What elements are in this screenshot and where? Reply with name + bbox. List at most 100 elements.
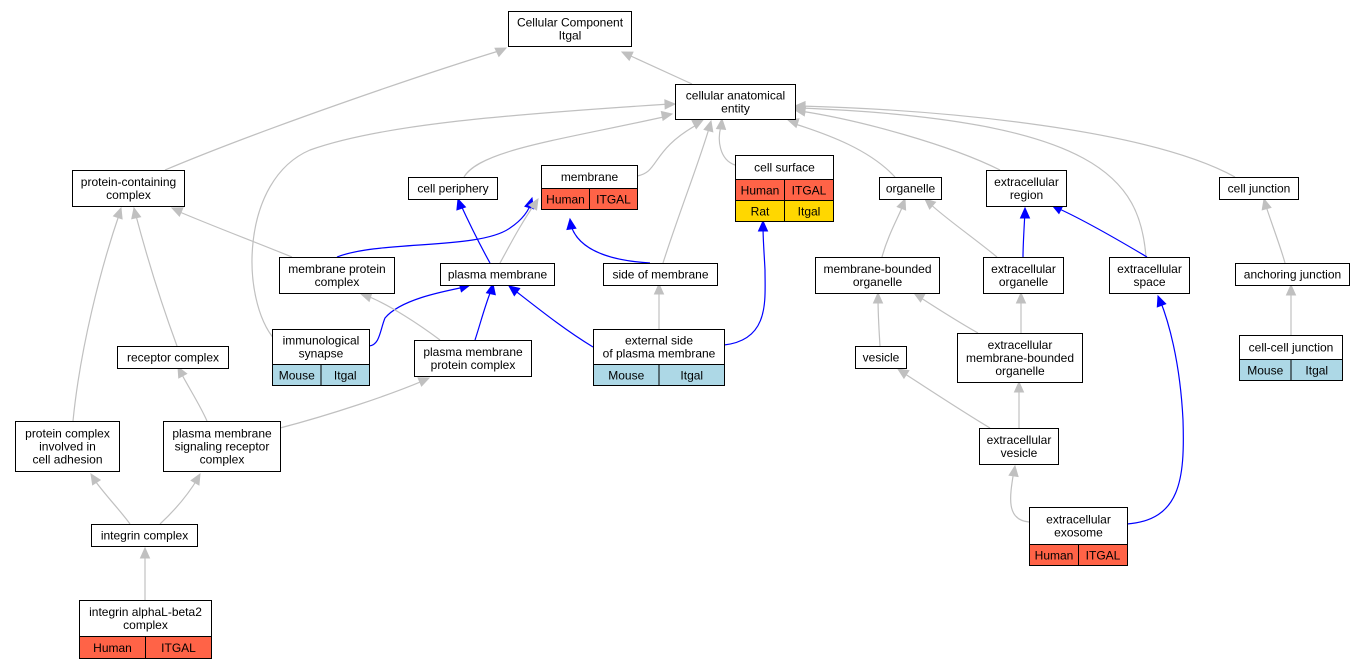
gene-cell bbox=[589, 188, 638, 210]
gene-label: ITGAL bbox=[161, 641, 196, 655]
node-box bbox=[855, 346, 907, 369]
edge-arrowhead bbox=[456, 197, 467, 211]
node-label-line: protein complex bbox=[25, 427, 110, 441]
edge-membrane_protein_complex-to-membrane bbox=[336, 196, 535, 258]
node-label-line: organelle bbox=[995, 364, 1045, 378]
edge-line bbox=[569, 221, 651, 264]
node-label-line: extracellular bbox=[988, 338, 1053, 352]
gene-label: Itgal bbox=[798, 205, 821, 219]
edge-line bbox=[1010, 469, 1030, 523]
species-label: Human bbox=[741, 184, 780, 198]
edge-arrowhead bbox=[691, 119, 705, 130]
node-side-of-membrane[interactable]: side of membrane bbox=[603, 263, 718, 286]
node-label-line: cellular anatomical bbox=[686, 89, 785, 103]
edge-extracellular_exosome-to-extracellular_space bbox=[1126, 294, 1184, 525]
node-box bbox=[440, 263, 555, 286]
edge-arrowhead bbox=[1015, 291, 1027, 304]
edge-arrowhead bbox=[703, 119, 714, 133]
edge-arrowhead bbox=[417, 377, 431, 387]
edge-line bbox=[636, 122, 701, 177]
node-plasma-membrane[interactable]: plasma membrane bbox=[440, 263, 555, 286]
node-box bbox=[72, 170, 185, 207]
species-label: Mouse bbox=[1247, 364, 1283, 378]
gene-cell bbox=[1078, 544, 1128, 566]
gene-label: ITGAL bbox=[792, 184, 827, 198]
node-label-line: plasma membrane bbox=[172, 427, 272, 441]
edge-arrowhead bbox=[896, 368, 910, 380]
edge-arrowhead bbox=[485, 282, 496, 296]
node-anchoring-junction[interactable]: anchoring junction bbox=[1235, 263, 1350, 286]
edge-arrowhead bbox=[912, 292, 926, 303]
node-receptor-complex[interactable]: receptor complex bbox=[117, 346, 229, 369]
node-label-line: membrane protein bbox=[288, 262, 385, 276]
node-vesicle[interactable]: vesicle bbox=[855, 346, 907, 369]
edge-arrowhead bbox=[359, 292, 373, 303]
edge-line bbox=[463, 115, 669, 178]
node-label-line: signaling receptor bbox=[175, 440, 270, 454]
edge-plasma_membrane_protein_complex-to-membrane_protein_complex bbox=[359, 292, 441, 341]
node-box bbox=[603, 263, 718, 286]
edge-plasma_membrane-to-cell_periphery bbox=[456, 197, 491, 264]
edge-arrowhead bbox=[90, 472, 102, 486]
node-cell-periphery[interactable]: cell periphery bbox=[408, 177, 498, 200]
node-label-line: organelle bbox=[886, 182, 936, 196]
species-label: Rat bbox=[751, 205, 770, 219]
edge-arrowhead bbox=[131, 206, 142, 220]
edge-plasma_membrane_protein_complex-to-plasma_membrane bbox=[474, 282, 496, 341]
node-label-line: organelle bbox=[853, 275, 903, 289]
gene-cell bbox=[320, 364, 370, 386]
edge-plasma_membrane-to-membrane bbox=[499, 197, 539, 264]
species-label: Human bbox=[1035, 549, 1074, 563]
node-organelle[interactable]: organelle bbox=[879, 177, 942, 200]
node-label-line: receptor complex bbox=[127, 351, 219, 365]
edge-protein_complex_cell_adhesion-to-protein_containing_complex bbox=[72, 206, 123, 422]
node-label-line: complex bbox=[315, 275, 360, 289]
node-label-line: exosome bbox=[1054, 526, 1103, 540]
node-label-line: cell junction bbox=[1228, 182, 1291, 196]
node-label-line: protein complex bbox=[431, 358, 516, 372]
node-label-line: extracellular bbox=[1046, 513, 1111, 527]
edge-arrowhead bbox=[653, 282, 665, 295]
node-cell-junction[interactable]: cell junction bbox=[1219, 177, 1299, 200]
node-label-line: vesicle bbox=[1001, 446, 1038, 460]
edge-external_side_of_plasma_membrane-to-side_of_membrane bbox=[653, 282, 665, 330]
edge-protein_containing_complex-to-cellular_component bbox=[164, 47, 508, 171]
edge-pm_signaling_receptor_complex-to-receptor_complex bbox=[177, 365, 208, 422]
edge-arrowhead bbox=[139, 546, 151, 559]
edge-cell_periphery-to-cellular_anatomical_entity bbox=[463, 110, 674, 178]
edge-line bbox=[512, 288, 594, 348]
edge-arrowhead bbox=[177, 365, 188, 379]
annotation-row-human: Human ITGAL bbox=[735, 179, 834, 201]
edge-line bbox=[458, 200, 491, 264]
node-label-line: Itgal bbox=[559, 29, 582, 43]
node-label-line: protein-containing bbox=[81, 175, 176, 189]
gene-label: ITGAL bbox=[596, 193, 631, 207]
node-label-line: cell adhesion bbox=[32, 453, 102, 467]
edge-line bbox=[791, 122, 896, 178]
gene-cell bbox=[1290, 359, 1343, 381]
node-integrin-complex[interactable]: integrin complex bbox=[91, 524, 198, 547]
edge-line bbox=[279, 379, 426, 429]
